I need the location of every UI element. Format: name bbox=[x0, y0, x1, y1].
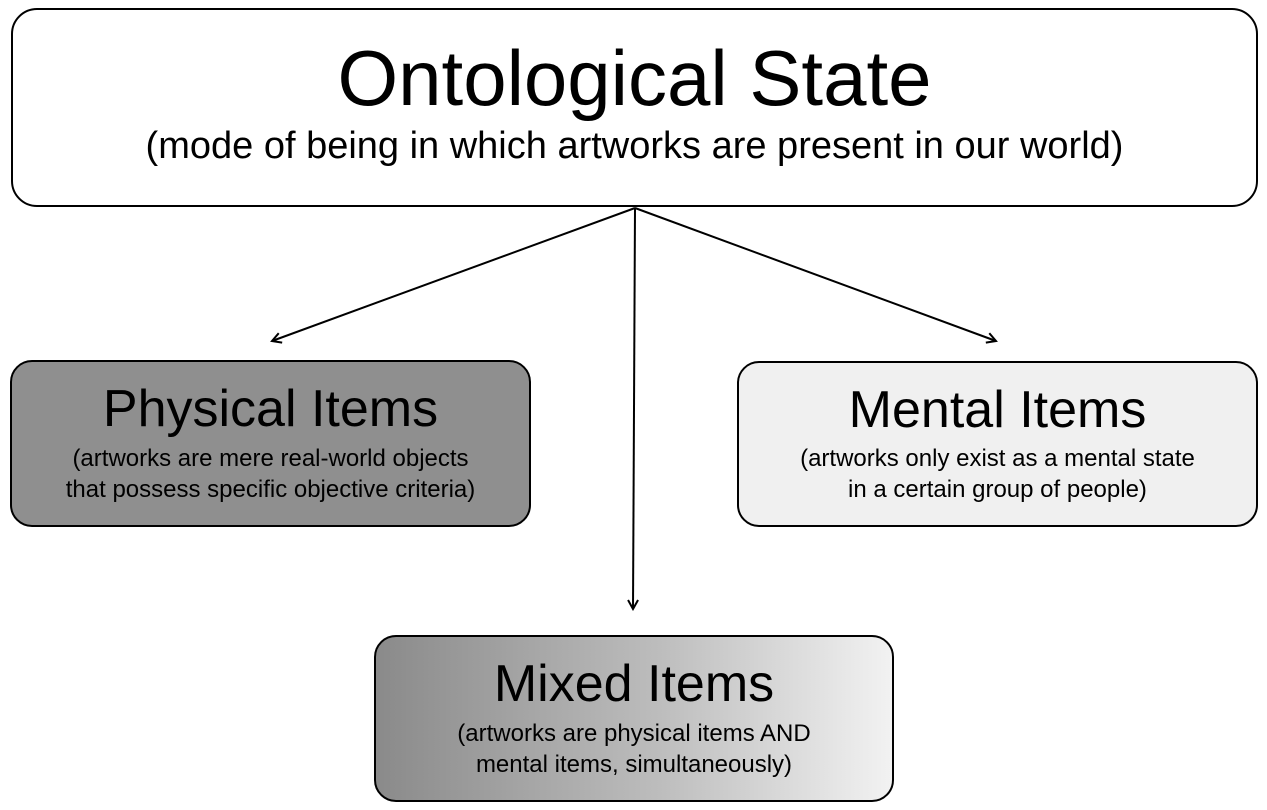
ontological-state-node: Ontological State (mode of being in whic… bbox=[11, 8, 1258, 207]
arrow-to-mixed bbox=[633, 207, 635, 609]
mixed-description-line-2: mental items, simultaneously) bbox=[475, 750, 793, 778]
mental-description: (artworks only exist as a mental state i… bbox=[800, 443, 1195, 505]
physical-items-node: Physical Items (artworks are mere real-w… bbox=[10, 360, 531, 527]
physical-description-line-1: (artworks are mere real-world objects bbox=[72, 444, 469, 472]
mental-description-line-1: (artworks only exist as a mental state bbox=[800, 445, 1195, 473]
mental-title: Mental Items bbox=[848, 380, 1147, 439]
mixed-items-node: Mixed Items (artworks are physical items… bbox=[374, 635, 894, 802]
root-title: Ontological State bbox=[337, 33, 932, 122]
root-subtitle: (mode of being in which artworks are pre… bbox=[145, 124, 1124, 167]
mental-description-line-2: in a certain group of people) bbox=[848, 476, 1147, 504]
physical-description: (artworks are mere real-world objects th… bbox=[66, 443, 476, 505]
mixed-title: Mixed Items bbox=[493, 655, 775, 714]
arrow-to-mental bbox=[634, 207, 996, 341]
mixed-description-line-1: (artworks are physical items AND bbox=[457, 719, 811, 747]
mental-items-node: Mental Items (artworks only exist as a m… bbox=[737, 361, 1258, 527]
arrow-to-physical bbox=[272, 207, 636, 341]
physical-title: Physical Items bbox=[102, 380, 439, 439]
physical-description-line-2: that possess specific objective criteria… bbox=[65, 475, 476, 503]
mixed-description: (artworks are physical items AND mental … bbox=[457, 718, 810, 780]
